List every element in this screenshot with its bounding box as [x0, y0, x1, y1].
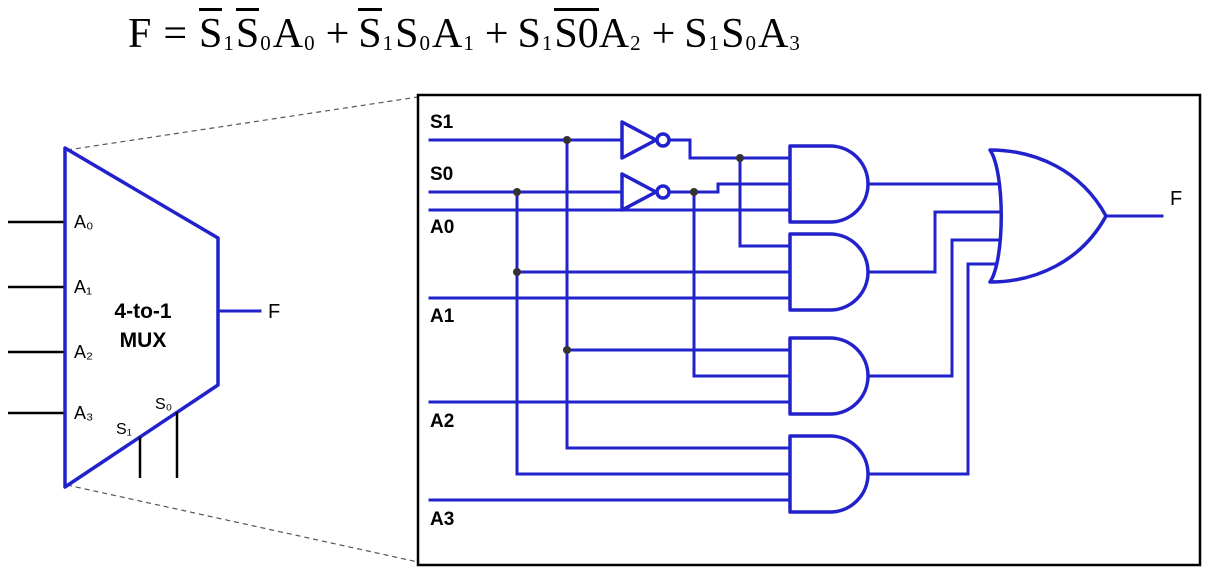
mux-input-label-a0: A₀: [74, 212, 93, 232]
wire-and3-to-or: [866, 238, 1014, 378]
and-gate-4: [788, 434, 870, 514]
not-gate-s1: [620, 120, 671, 160]
zoom-guide-top: [66, 96, 419, 151]
junction-dots: [513, 136, 744, 354]
schematic-label-a0: A0: [430, 217, 454, 238]
mux-select-label-s1: S₁: [116, 421, 132, 438]
wire-and2-to-or: [866, 210, 1014, 274]
not-gate-s1-triangle: [620, 120, 658, 160]
mux-select-label-s0: S₀: [155, 396, 172, 413]
mux-symbol: A₀ A₁ A₂ A₃ 4-to-1 MUX S₁ S₀ F: [8, 146, 280, 489]
schematic-label-s1: S1: [430, 112, 454, 133]
and-gate-3: [788, 336, 870, 416]
not-gate-s0: [620, 172, 671, 212]
schematic-output-label: F: [1170, 188, 1182, 210]
and-gate-2: [788, 232, 870, 312]
schematic-label-s0: S0: [430, 164, 453, 185]
junction-dot-s0-and2: [513, 268, 521, 276]
not-gate-s1-bubble: [655, 132, 671, 148]
mux-title-line1: 4-to-1: [114, 300, 171, 323]
junction-dot-s1not: [736, 154, 744, 162]
junction-dot-s0not: [690, 188, 698, 196]
not-gate-s0-triangle: [620, 172, 658, 212]
junction-dot-s1-tap: [563, 136, 571, 144]
equation: F=S1S0A0+S1S0A1+S1S0A2+S1S0A3: [128, 4, 802, 64]
mux-trapezoid: [63, 146, 220, 489]
or-gate: [988, 148, 1108, 284]
zoom-guide-bottom: [66, 484, 419, 563]
junction-dot-s0-tap: [513, 188, 521, 196]
schematic-label-a1: A1: [430, 306, 455, 327]
junction-dot-s1-and3: [563, 346, 571, 354]
wire-and4-to-or: [866, 262, 1014, 476]
zoom-guide-lines: [66, 96, 419, 563]
mux-input-label-a2: A₂: [74, 342, 93, 362]
schematic-wires: [428, 138, 1164, 502]
not-gate-s0-bubble: [655, 184, 671, 200]
mux-input-label-a1: A₁: [74, 277, 92, 297]
schematic-label-a2: A2: [430, 411, 454, 432]
mux-input-label-a3: A₃: [74, 403, 93, 423]
schematic-label-a3: A3: [430, 509, 454, 530]
mux-output-label: F: [268, 301, 280, 323]
and-gate-1: [788, 144, 870, 224]
mux-title-line2: MUX: [120, 329, 167, 352]
schematic-labels: S1 S0 A0 A1 A2 A3 F: [430, 112, 1182, 530]
